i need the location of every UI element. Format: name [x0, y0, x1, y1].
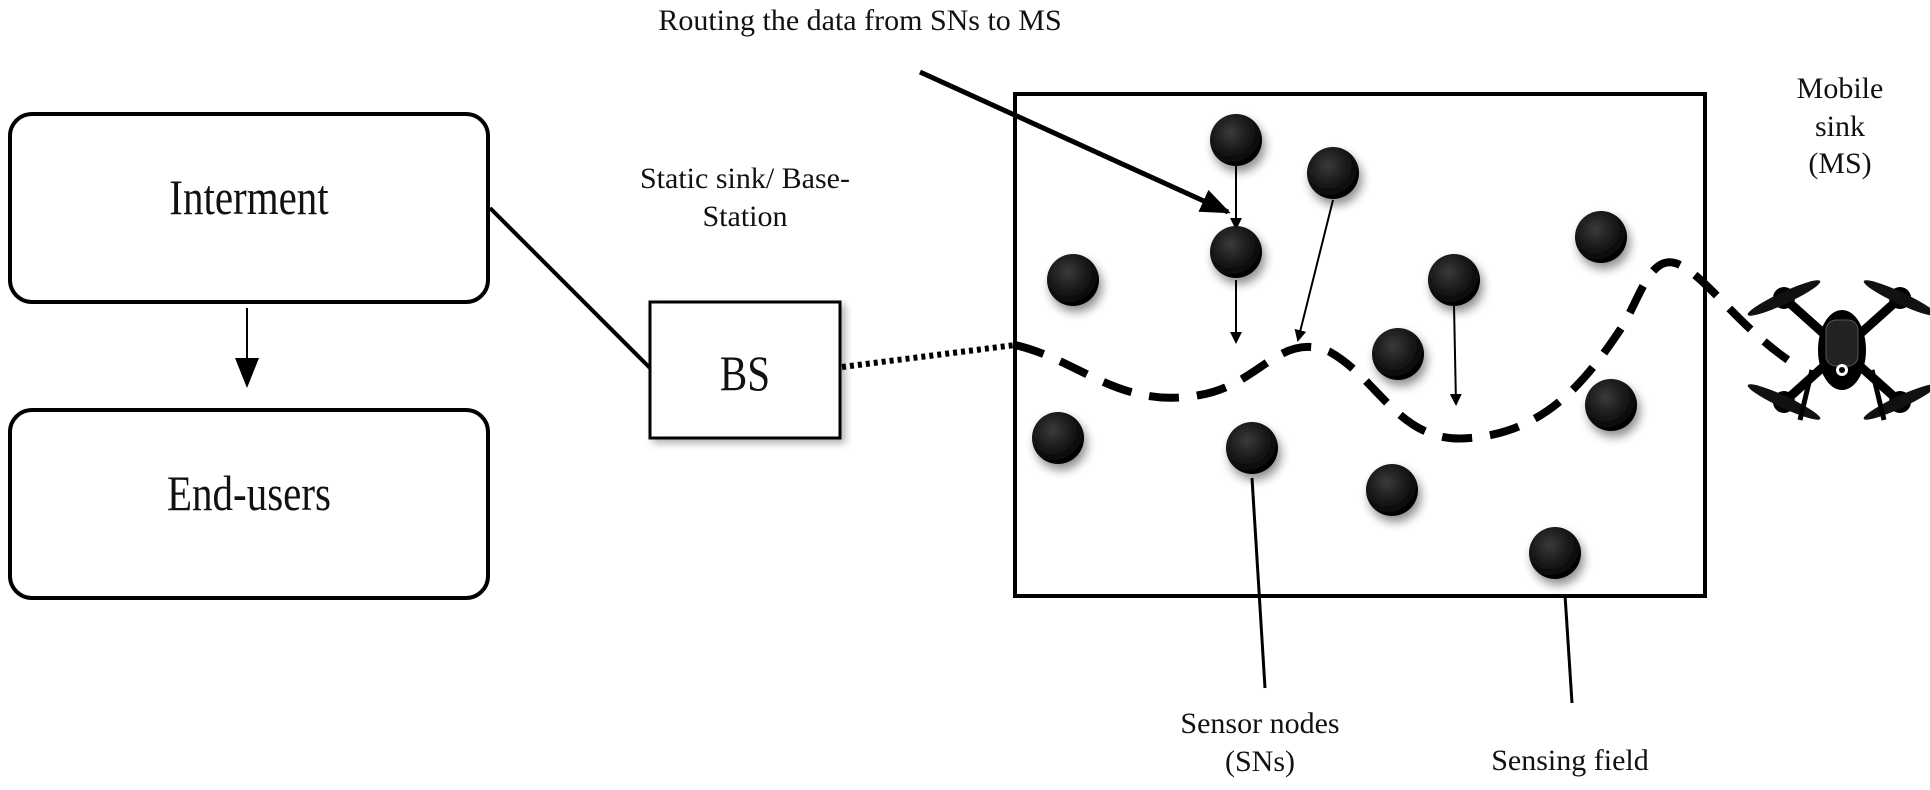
drone-icon	[1747, 280, 1930, 421]
sensing-field-caption: Sensing field	[1420, 742, 1720, 780]
bs-label: BS	[650, 342, 840, 402]
interment-label: Interment	[10, 166, 488, 246]
sensor-node	[1529, 527, 1581, 579]
sensor-node	[1210, 114, 1262, 166]
routing-caption: Routing the data from SNs to MS	[580, 2, 1140, 40]
mobile-sink-line1: Mobile	[1796, 72, 1884, 105]
static-sink-line2: Station	[702, 199, 788, 233]
bs-text: BS	[719, 345, 771, 401]
sensor-node	[1047, 254, 1099, 306]
sensor-nodes-caption: Sensor nodes (SNs)	[1110, 705, 1410, 780]
end-users-label: End-users	[10, 462, 488, 542]
data-arrows	[1230, 160, 1462, 406]
routing-arrow	[918, 69, 1231, 215]
sensor-nodes	[1032, 114, 1637, 579]
sensor-node	[1226, 422, 1278, 474]
bs-box	[648, 300, 842, 440]
sensor-node	[1032, 412, 1084, 464]
end-users-box	[8, 408, 490, 600]
static-sink-caption: Static sink/ Base- Station	[590, 160, 900, 235]
mobile-sink-path	[1014, 258, 1803, 443]
static-sink-line1: Static sink/ Base-	[640, 162, 850, 195]
mobile-sink-line2: sink	[1814, 109, 1865, 143]
sensor-nodes-line2: (SNs)	[1224, 744, 1295, 778]
sensing-field	[1013, 92, 1707, 598]
interment-bs-link	[488, 206, 654, 372]
sensor-node	[1585, 379, 1637, 431]
end-users-text: End-users	[167, 465, 331, 521]
sensor-node	[1307, 147, 1359, 199]
interment-box	[8, 112, 490, 304]
interment-text: Interment	[169, 169, 329, 225]
data-arrow	[1449, 304, 1462, 406]
routing-text: Routing the data from SNs to MS	[658, 4, 1062, 37]
sensing-field-text: Sensing field	[1491, 744, 1649, 777]
data-arrow	[1294, 199, 1334, 342]
mobile-sink-caption: Mobile sink (MS)	[1760, 70, 1920, 183]
sensor-nodes-pointer	[1250, 477, 1267, 689]
sensor-node	[1372, 328, 1424, 380]
bs-field-dotted-link	[841, 342, 1016, 370]
sensor-node	[1210, 226, 1262, 278]
sensor-node	[1575, 211, 1627, 263]
mobile-sink-line3: (MS)	[1808, 147, 1872, 180]
sensing-field-pointer	[1563, 594, 1574, 704]
sensor-node	[1366, 464, 1418, 516]
sensor-node	[1428, 254, 1480, 306]
sensor-nodes-line1: Sensor nodes	[1180, 707, 1340, 740]
